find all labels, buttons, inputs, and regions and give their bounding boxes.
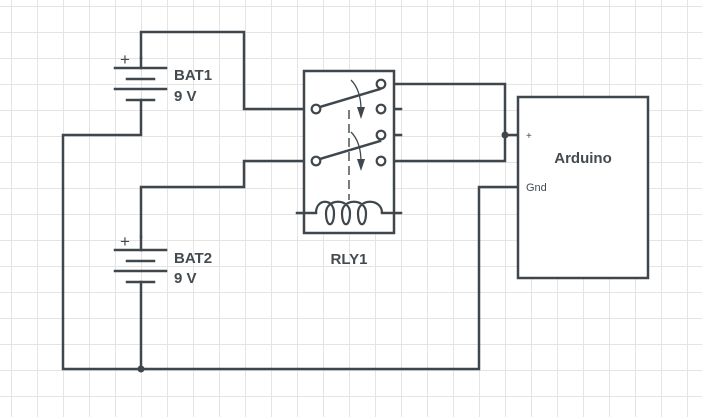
relay-com2-terminal [310, 155, 322, 167]
relay-rly1[interactable]: RLY1 [295, 69, 403, 268]
switch-arm-2 [318, 139, 382, 161]
bat1-value: 9 V [174, 88, 197, 105]
wire-bat2-to-relay-com2[interactable] [139, 159, 318, 239]
junction-dot [501, 131, 509, 139]
bat1-designator: BAT1 [174, 67, 212, 84]
coil-icon [314, 200, 384, 226]
wire-bus-to-arduino-gnd[interactable] [139, 185, 520, 371]
relay-nc1-terminal [375, 103, 387, 115]
wires [61, 30, 520, 373]
arduino-block[interactable]: + Arduino Gnd [516, 95, 650, 280]
switch-arc [350, 79, 362, 111]
switch-arc [350, 131, 362, 163]
plus-sign: + [120, 232, 130, 251]
arduino-gnd-pin-label: Gnd [526, 182, 547, 194]
relay-no1-terminal [375, 78, 387, 90]
relay-nc2-terminal [375, 129, 387, 141]
battery-bat1[interactable]: + BAT1 9 V [113, 50, 212, 105]
arrow-down-icon [357, 107, 365, 119]
junction-dot [137, 365, 145, 373]
wire-bat1-to-relay-com1[interactable] [139, 30, 318, 111]
plus-sign: + [120, 50, 130, 69]
arduino-body [516, 95, 650, 280]
arrow-down-icon [357, 159, 365, 171]
bat2-value: 9 V [174, 270, 197, 287]
wire-bat1-negative-to-bus[interactable] [61, 98, 143, 371]
wire-relay-no1-to-arduino[interactable] [379, 82, 507, 163]
switch-arm-1 [318, 87, 382, 109]
bat2-designator: BAT2 [174, 250, 212, 267]
relay-com1-terminal [310, 103, 322, 115]
relay-no2-terminal [375, 155, 387, 167]
battery-bat2[interactable]: + BAT2 9 V [113, 232, 212, 287]
relay-designator: RLY1 [331, 251, 368, 268]
arduino-title: Arduino [554, 150, 612, 167]
arduino-plus-pin-label: + [526, 131, 532, 142]
